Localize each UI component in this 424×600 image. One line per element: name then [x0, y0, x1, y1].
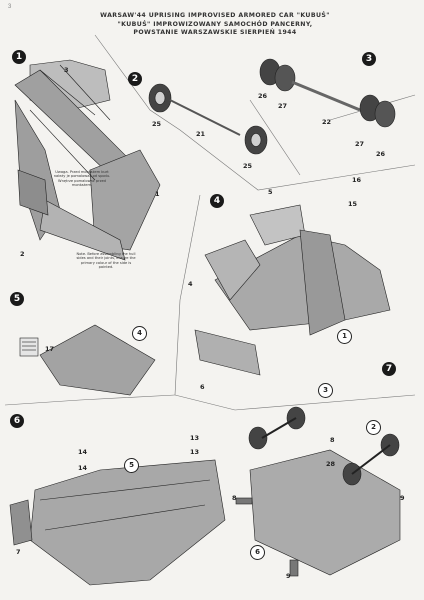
part-label: 26 [258, 92, 268, 100]
step-3-badge: 3 [362, 52, 376, 66]
step-1-badge: 1 [12, 50, 26, 64]
part-label: 1 [155, 190, 160, 198]
part-label: 9 [286, 572, 291, 580]
step-7-badge: 7 [382, 362, 396, 376]
part-label: 17 [45, 345, 55, 353]
part-label: 14 [78, 464, 88, 472]
step2-drawing [148, 83, 268, 155]
part-label: 4 [188, 280, 193, 288]
part-label: 8 [232, 494, 237, 502]
part-label: 5 [268, 188, 273, 196]
step4-drawing [194, 204, 391, 376]
subassembly-ref-ring: 5 [124, 458, 139, 473]
part-label: 7 [16, 548, 21, 556]
part-label: 27 [355, 140, 365, 148]
step-4-badge: 4 [210, 194, 224, 208]
part-label: 13 [190, 434, 200, 442]
subassembly-ref-ring: 1 [337, 329, 352, 344]
sheet-title: WARSAW'44 UPRISING IMPROVISED ARMORED CA… [90, 12, 340, 38]
part-label: 9 [400, 494, 405, 502]
part-label: 26 [376, 150, 386, 158]
step-5-badge: 5 [10, 292, 24, 306]
part-label: 28 [326, 460, 336, 468]
part-label: 25 [243, 162, 253, 170]
step7-drawing [235, 406, 401, 577]
subassembly-ref-ring: 2 [366, 420, 381, 435]
part-label: 2 [20, 250, 25, 258]
part-label: 27 [278, 102, 288, 110]
page-number: 3 [8, 4, 12, 10]
part-label: 14 [78, 448, 88, 456]
subassembly-ref-ring: 6 [250, 545, 265, 560]
part-label: 6 [200, 383, 205, 391]
part-label: 22 [322, 118, 332, 126]
step-6-badge: 6 [10, 414, 24, 428]
section-dividers [4, 34, 416, 411]
step5-drawing [19, 324, 156, 396]
subassembly-ref-ring: 3 [318, 383, 333, 398]
title-line-english: WARSAW'44 UPRISING IMPROVISED ARMORED CA… [100, 12, 330, 19]
step3-drawing [259, 58, 396, 128]
assembly-note-polish: Uwaga. Przed montażem burt należy je pom… [53, 170, 111, 188]
title-line-polish: "KUBUŚ" IMPROWIZOWANY SAMOCHÓD PANCERNY, [117, 20, 313, 28]
part-label: 15 [348, 200, 358, 208]
part-label: 16 [352, 176, 362, 184]
step1-drawing [14, 59, 161, 261]
step-2-badge: 2 [128, 72, 142, 86]
part-label: 13 [190, 448, 200, 456]
part-label: 21 [196, 130, 206, 138]
assembly-note-english: Note. Before assembling the hull sides a… [76, 252, 136, 270]
part-label: 3 [64, 66, 69, 74]
subassembly-ref-ring: 4 [132, 326, 147, 341]
step6-drawing [9, 459, 226, 586]
part-label: 25 [152, 120, 162, 128]
title-line-polish-2: POWSTANIE WARSZAWSKIE SIERPIEŃ 1944 [133, 29, 297, 36]
part-label: 8 [330, 436, 335, 444]
